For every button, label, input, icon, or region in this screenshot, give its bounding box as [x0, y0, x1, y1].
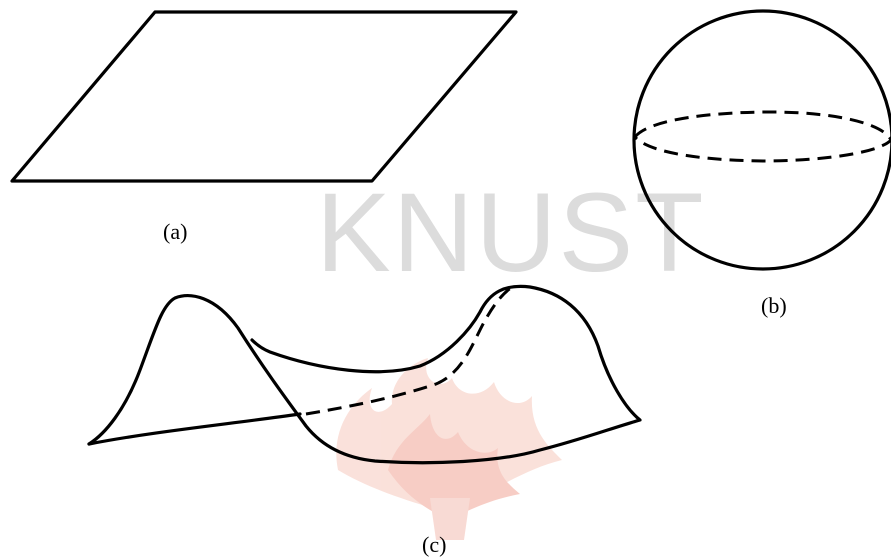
watermark-emblem — [336, 358, 562, 540]
sphere-figure — [632, 9, 891, 271]
panel-label-b: (b) — [761, 293, 787, 318]
saddle-back-edge — [87, 412, 302, 446]
saddle-figure — [87, 284, 642, 465]
panel-label-c: (c) — [422, 532, 447, 557]
sphere-equator — [633, 110, 891, 163]
saddle-front-edge — [87, 284, 642, 465]
panel-label-a: (a) — [163, 219, 188, 244]
watermark-text: KNUST — [316, 170, 706, 295]
saddle-hidden-edge — [305, 285, 513, 416]
sphere-outline — [632, 9, 891, 271]
plane-outline — [10, 10, 518, 183]
